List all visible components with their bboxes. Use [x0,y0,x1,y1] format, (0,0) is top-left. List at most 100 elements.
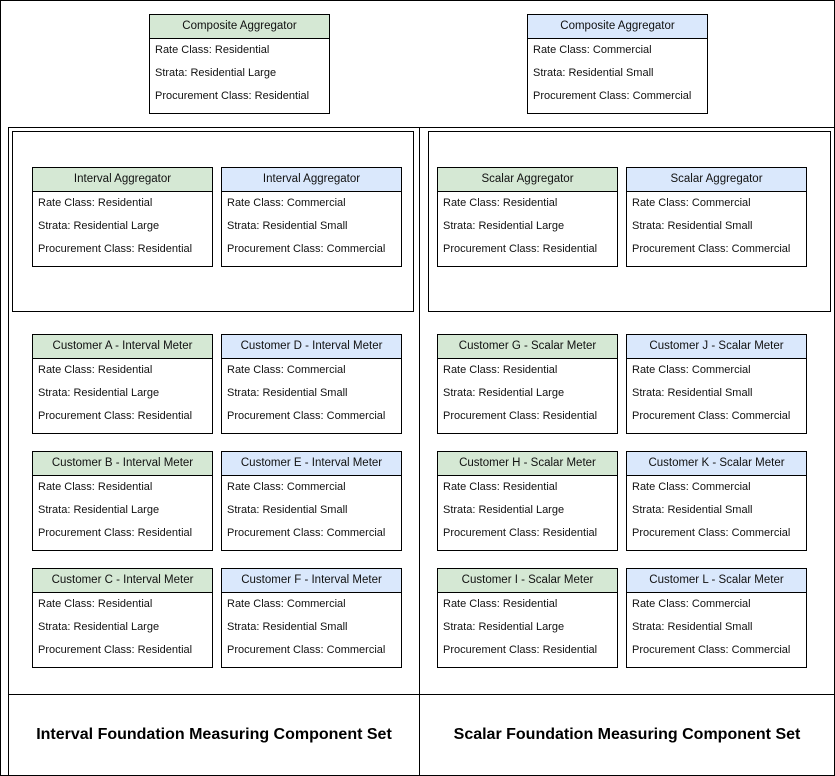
strata-label: Strata: [632,621,668,633]
procurement-class-label: Procurement Class: [38,243,138,255]
strata-row: Strata: Residential Small [222,215,401,238]
strata-value: Residential Large [478,504,565,516]
card-header: Customer A - Interval Meter [33,335,212,359]
procurement-class-label: Procurement Class: [632,410,732,422]
strata-label: Strata: [227,504,263,516]
strata-row: Strata: Residential Large [33,499,212,522]
strata-label: Strata: [443,504,479,516]
strata-value: Residential Large [73,504,160,516]
procurement-class-value: Residential [137,243,193,255]
strata-value: Residential Small [667,387,753,399]
card-header: Customer F - Interval Meter [222,569,401,593]
rate-class-label: Rate Class: [227,598,287,610]
strata-row: Strata: Residential Small [627,215,806,238]
procurement-class-row: Procurement Class: Residential [438,639,617,662]
strata-row: Strata: Residential Large [438,499,617,522]
rate-class-label: Rate Class: [38,481,98,493]
section-center-divider [419,127,420,776]
card-header: Customer I - Scalar Meter [438,569,617,593]
strata-value: Residential Large [478,220,565,232]
card-header: Customer C - Interval Meter [33,569,212,593]
rate-class-value: Residential [214,44,270,56]
card-header: Customer L - Scalar Meter [627,569,806,593]
strata-label: Strata: [443,387,479,399]
strata-row: Strata: Residential Large [438,382,617,405]
strata-label: Strata: [443,621,479,633]
interval-aggregator-card: Interval Aggregator Rate Class: Commerci… [221,167,402,267]
scalar-aggregator-frame [428,131,831,312]
strata-row: Strata: Residential Small [627,382,806,405]
procurement-class-row: Procurement Class: Commercial [627,522,806,545]
rate-class-value: Residential [502,598,558,610]
rate-class-row: Rate Class: Commercial [222,476,401,499]
strata-row: Strata: Residential Large [150,62,329,85]
rate-class-value: Commercial [691,197,751,209]
procurement-class-label: Procurement Class: [533,90,633,102]
strata-row: Strata: Residential Small [222,499,401,522]
strata-label: Strata: [155,67,191,79]
card-header: Customer D - Interval Meter [222,335,401,359]
strata-row: Strata: Residential Small [627,616,806,639]
rate-class-row: Rate Class: Commercial [627,476,806,499]
procurement-class-value: Residential [137,644,193,656]
composite-section-divider [8,127,834,128]
scalar-aggregator-card: Scalar Aggregator Rate Class: Commercial… [626,167,807,267]
interval-meter-card: Customer C - Interval Meter Rate Class: … [32,568,213,668]
procurement-class-value: Commercial [731,527,791,539]
rate-class-label: Rate Class: [533,44,593,56]
rate-class-row: Rate Class: Residential [33,192,212,215]
strata-value: Residential Small [262,220,348,232]
procurement-class-value: Residential [542,644,598,656]
procurement-class-row: Procurement Class: Residential [438,522,617,545]
procurement-class-label: Procurement Class: [38,527,138,539]
strata-value: Residential Small [568,67,654,79]
procurement-class-label: Procurement Class: [632,243,732,255]
rate-class-row: Rate Class: Commercial [222,192,401,215]
interval-meter-card: Customer B - Interval Meter Rate Class: … [32,451,213,551]
rate-class-label: Rate Class: [227,197,287,209]
procurement-class-row: Procurement Class: Residential [33,522,212,545]
strata-row: Strata: Residential Small [222,616,401,639]
rate-class-label: Rate Class: [632,481,692,493]
card-header: Interval Aggregator [222,168,401,192]
rate-class-row: Rate Class: Residential [438,359,617,382]
procurement-class-value: Commercial [731,644,791,656]
strata-row: Strata: Residential Large [33,382,212,405]
procurement-class-value: Residential [542,410,598,422]
strata-row: Strata: Residential Small [222,382,401,405]
procurement-class-label: Procurement Class: [443,644,543,656]
procurement-class-value: Commercial [326,243,386,255]
procurement-class-label: Procurement Class: [38,644,138,656]
strata-label: Strata: [632,504,668,516]
rate-class-value: Residential [97,481,153,493]
strata-row: Strata: Residential Large [438,616,617,639]
card-header: Scalar Aggregator [627,168,806,192]
strata-label: Strata: [227,220,263,232]
rate-class-value: Residential [502,481,558,493]
procurement-class-row: Procurement Class: Commercial [222,238,401,261]
interval-meter-card: Customer A - Interval Meter Rate Class: … [32,334,213,434]
rate-class-row: Rate Class: Commercial [627,593,806,616]
procurement-class-row: Procurement Class: Residential [150,85,329,108]
procurement-class-label: Procurement Class: [443,410,543,422]
rate-class-value: Residential [502,197,558,209]
procurement-class-row: Procurement Class: Residential [33,405,212,428]
procurement-class-value: Commercial [731,410,791,422]
procurement-class-label: Procurement Class: [443,527,543,539]
rate-class-value: Residential [97,364,153,376]
card-header: Composite Aggregator [150,15,329,39]
procurement-class-row: Procurement Class: Residential [438,405,617,428]
procurement-class-row: Procurement Class: Commercial [627,405,806,428]
strata-value: Residential Small [262,504,348,516]
procurement-class-row: Procurement Class: Commercial [627,238,806,261]
rate-class-row: Rate Class: Commercial [222,359,401,382]
rate-class-value: Commercial [286,197,346,209]
strata-value: Residential Large [73,621,160,633]
rate-class-row: Rate Class: Commercial [627,359,806,382]
procurement-class-value: Commercial [326,644,386,656]
rate-class-label: Rate Class: [443,598,503,610]
rate-class-row: Rate Class: Residential [33,593,212,616]
card-header: Customer K - Scalar Meter [627,452,806,476]
rate-class-row: Rate Class: Residential [438,593,617,616]
